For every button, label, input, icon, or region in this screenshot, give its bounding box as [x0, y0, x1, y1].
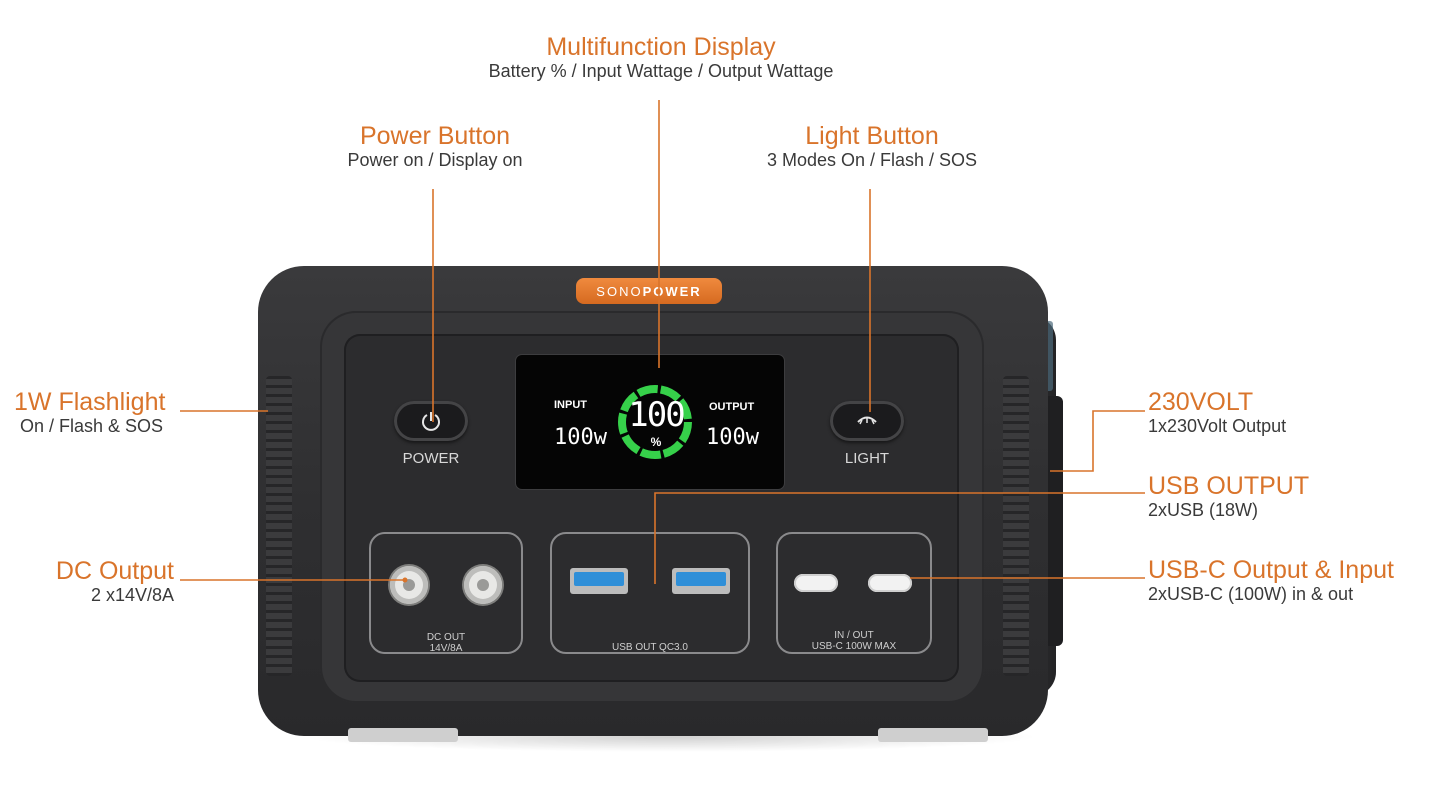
callout-light-button: Light Button 3 Modes On / Flash / SOS: [767, 123, 977, 170]
power-label: POWER: [402, 450, 460, 467]
device-foot-right: [878, 728, 988, 742]
display-output-value: 100w: [706, 425, 759, 450]
callout-subtitle: 2 x14V/8A: [90, 585, 174, 606]
callout-usb-output: USB OUTPUT 2xUSB (18W): [1148, 473, 1309, 520]
callout-usbc: USB-C Output & Input 2xUSB-C (100W) in &…: [1148, 557, 1394, 604]
brand-bold: POWER: [642, 283, 702, 299]
control-panel: INPUT 100w 100 % OUTPUT 100w POWER: [344, 334, 959, 682]
usbc-panel: IN / OUT USB-C 100W MAX: [776, 532, 932, 654]
dc-port-1[interactable]: [390, 566, 428, 604]
usb-port-1[interactable]: [570, 568, 628, 594]
callout-title: Power Button: [359, 122, 511, 150]
light-label: LIGHT: [844, 450, 890, 467]
callout-title: Multifunction Display: [546, 33, 776, 61]
usbc-port-1[interactable]: [794, 574, 838, 592]
power-icon: [422, 412, 440, 431]
brand-light: SONO: [596, 283, 643, 299]
callout-subtitle: On / Flash & SOS: [20, 416, 164, 437]
usbc-label-line1: IN / OUT: [834, 630, 874, 641]
light-button[interactable]: [830, 401, 904, 441]
display-input-value: 100w: [554, 425, 607, 450]
light-icon: [857, 416, 877, 425]
callout-subtitle: 3 Modes On / Flash / SOS: [766, 150, 978, 171]
dc-label-line2: 14V/8A: [429, 643, 463, 654]
callout-subtitle: 1x230Volt Output: [1148, 416, 1287, 437]
usb-output-panel: USB OUT QC3.0: [550, 532, 750, 654]
callout-subtitle: Power on / Display on: [347, 150, 523, 171]
callout-multifunction-display: Multifunction Display Battery % / Input …: [489, 34, 834, 81]
dc-label: DC OUT 14V/8A: [371, 632, 521, 654]
display-input-label: INPUT: [554, 399, 587, 411]
usbc-label: IN / OUT USB-C 100W MAX: [778, 630, 930, 652]
battery-unit: %: [650, 435, 662, 449]
callout-title: 230VOLT: [1148, 388, 1254, 416]
multifunction-display: INPUT 100w 100 % OUTPUT 100w: [516, 355, 784, 489]
callout-flashlight: 1W Flashlight On / Flash & SOS: [14, 389, 165, 436]
leader-230volt: [1050, 410, 1145, 472]
battery-ring: [618, 385, 692, 459]
callout-title: USB-C Output & Input: [1148, 556, 1394, 584]
power-button[interactable]: [394, 401, 468, 441]
callout-title: USB OUTPUT: [1148, 472, 1310, 500]
callout-230volt: 230VOLT 1x230Volt Output: [1148, 389, 1286, 436]
battery-value: 100: [628, 395, 685, 435]
callout-subtitle: 2xUSB (18W): [1148, 500, 1259, 521]
dc-output-panel: DC OUT 14V/8A: [369, 532, 523, 654]
right-grip-ribs: [1003, 376, 1029, 676]
callout-title: Light Button: [805, 122, 939, 150]
callout-subtitle: Battery % / Input Wattage / Output Watta…: [488, 61, 834, 82]
left-grip-ribs: [266, 376, 292, 676]
callout-dc-output: DC Output 2 x14V/8A: [56, 558, 174, 605]
usb-port-2[interactable]: [672, 568, 730, 594]
callout-title: 1W Flashlight: [14, 388, 166, 416]
callout-title: DC Output: [55, 557, 174, 585]
callout-power-button: Power Button Power on / Display on: [347, 123, 522, 170]
callout-subtitle: 2xUSB-C (100W) in & out: [1148, 584, 1354, 605]
usbc-label-line2: USB-C 100W MAX: [811, 641, 897, 652]
side-vent: [1043, 321, 1053, 391]
display-output-label: OUTPUT: [709, 401, 755, 413]
usbc-port-2[interactable]: [868, 574, 912, 592]
dc-label-line1: DC OUT: [426, 632, 466, 643]
dc-port-2[interactable]: [464, 566, 502, 604]
usb-label: USB OUT QC3.0: [612, 642, 688, 653]
device-foot-left: [348, 728, 458, 742]
